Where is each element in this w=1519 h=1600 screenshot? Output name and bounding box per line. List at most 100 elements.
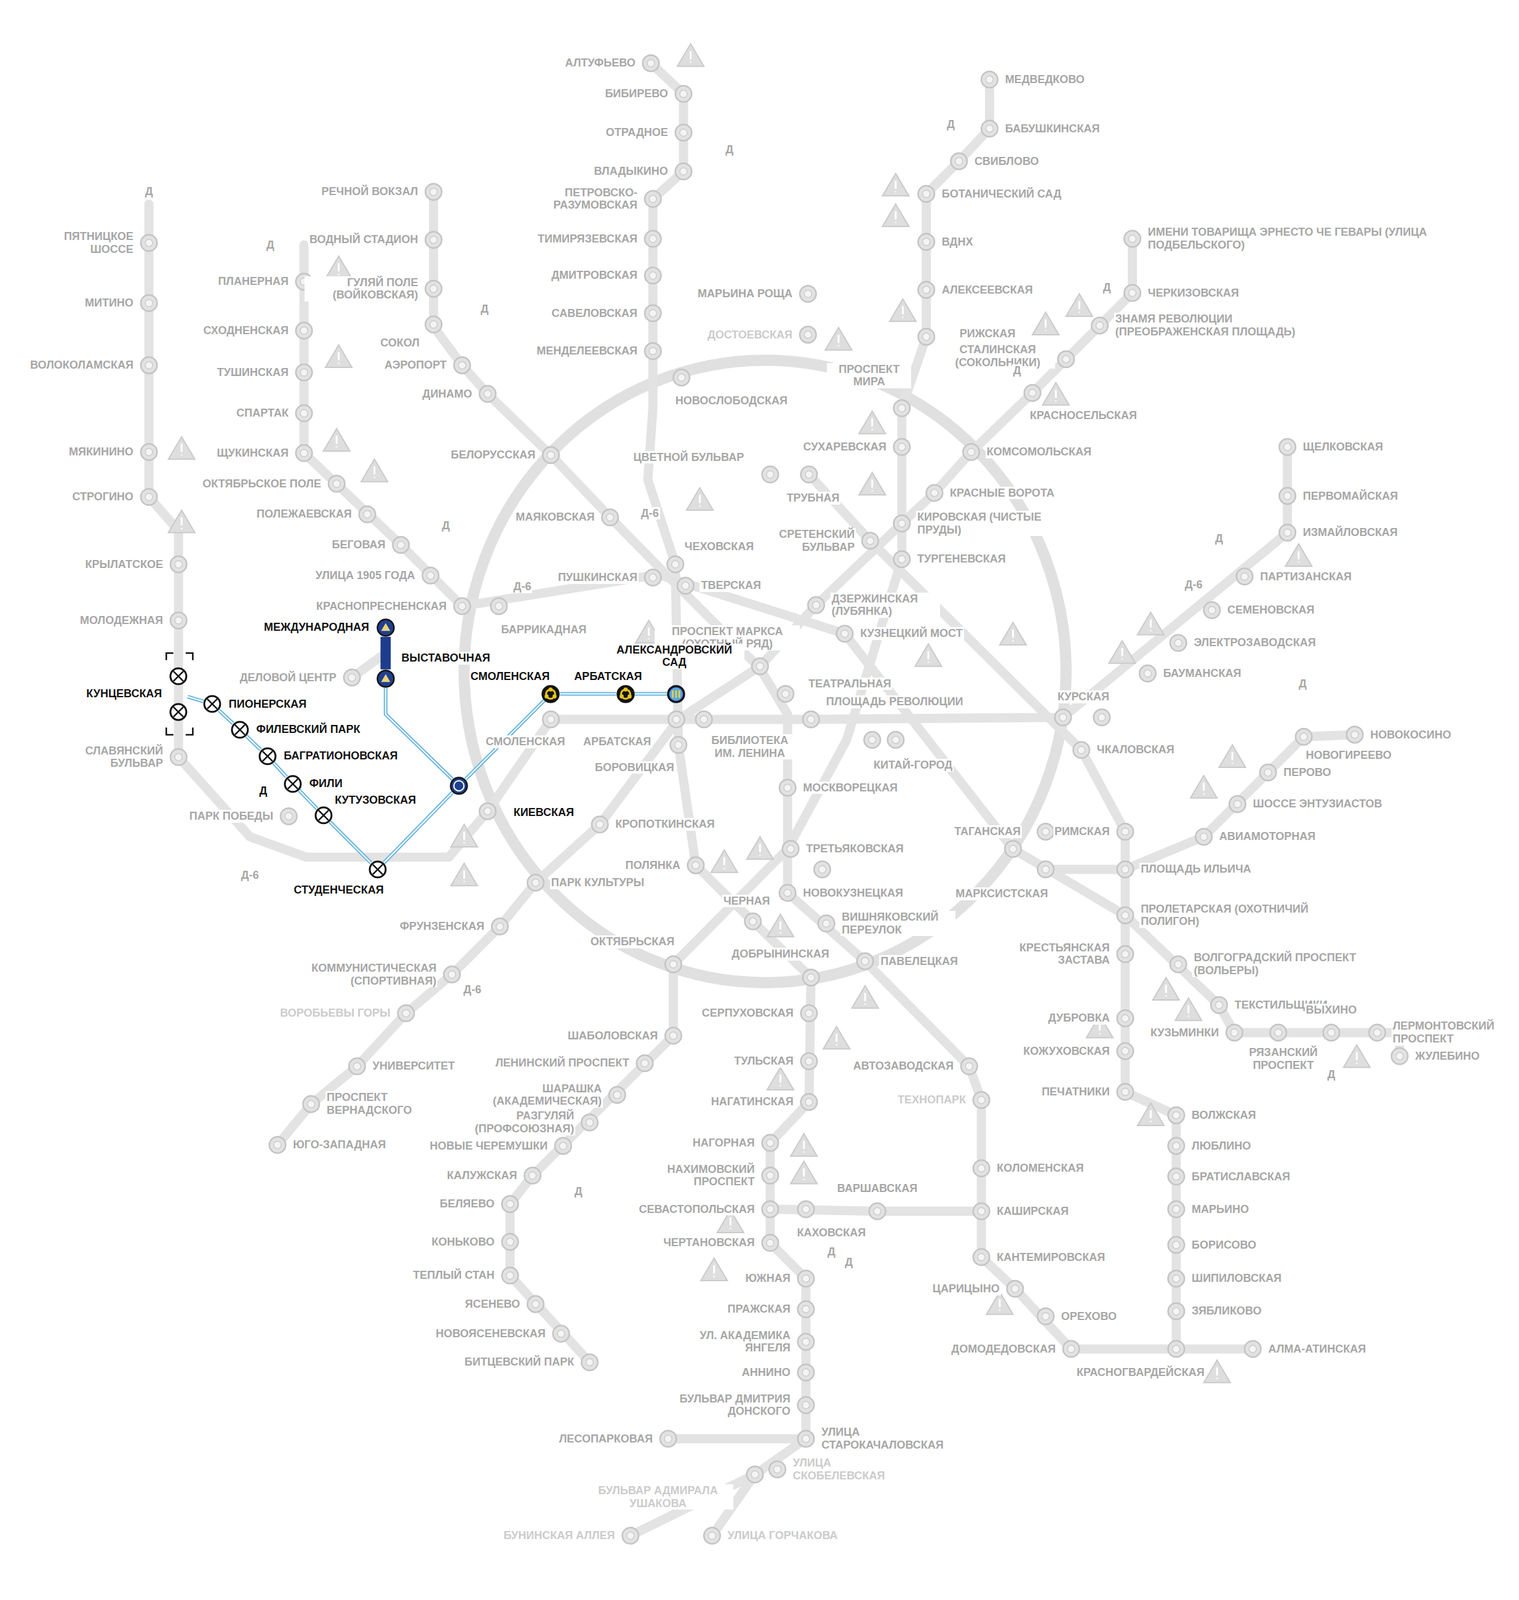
station-circle bbox=[917, 328, 935, 346]
station-symbol bbox=[917, 233, 935, 251]
branch-marker: Д-6 bbox=[462, 983, 483, 997]
station-symbol bbox=[1124, 284, 1141, 302]
station-circle bbox=[140, 294, 158, 312]
rail-gap bbox=[634, 693, 667, 695]
station-circle bbox=[818, 914, 835, 932]
station-core bbox=[1121, 1087, 1129, 1096]
warning-sign bbox=[168, 510, 196, 533]
station-circle bbox=[1210, 996, 1228, 1014]
station-symbol bbox=[950, 153, 968, 170]
warning-triangle bbox=[767, 1066, 794, 1089]
station-label: ВЛАДЫКИНО bbox=[593, 164, 670, 178]
station-bracket bbox=[185, 727, 194, 735]
station-symbol bbox=[527, 874, 544, 891]
station-symbol bbox=[170, 612, 188, 629]
station-core bbox=[802, 1368, 810, 1376]
metro-line bbox=[647, 63, 811, 1536]
station-circle bbox=[1323, 1024, 1340, 1041]
station-symbol bbox=[1058, 350, 1075, 368]
station-symbol bbox=[813, 860, 831, 878]
station-symbol bbox=[1037, 823, 1054, 840]
route-line bbox=[219, 709, 234, 723]
station-core bbox=[977, 1207, 985, 1215]
station-label: ЯСЕНЕВО bbox=[463, 1297, 522, 1311]
station-core bbox=[1174, 639, 1182, 647]
closed-station-cross bbox=[372, 864, 383, 875]
station-label: ЦВЕТНОЙ БУЛЬВАР bbox=[631, 450, 746, 464]
station-circle bbox=[642, 55, 660, 72]
station-circle bbox=[1295, 728, 1313, 746]
station-core bbox=[649, 574, 657, 582]
station-circle bbox=[797, 1396, 815, 1414]
station-circle bbox=[454, 356, 471, 374]
station-symbol bbox=[973, 1159, 990, 1177]
station-circle bbox=[490, 598, 508, 615]
warning-mark bbox=[729, 1216, 732, 1229]
station-circle bbox=[1279, 487, 1296, 505]
station-symbol bbox=[893, 438, 911, 456]
station-circle bbox=[1391, 1047, 1409, 1065]
station-label: БЕЛЯЕВО bbox=[438, 1197, 496, 1211]
route-segment bbox=[329, 821, 371, 863]
warning-mark bbox=[1044, 319, 1047, 331]
warning-triangle bbox=[1219, 744, 1246, 767]
station-label: ЧЕРТАНОВСКАЯ bbox=[661, 1235, 757, 1249]
station-symbol bbox=[751, 658, 769, 675]
station-symbol bbox=[1037, 1307, 1054, 1325]
station-symbol bbox=[917, 281, 935, 299]
warning-mark bbox=[1012, 629, 1014, 642]
station-label: ЛЕНИНСКИЙ ПРОСПЕКТ bbox=[494, 1056, 631, 1070]
warning-triangle bbox=[168, 436, 196, 459]
station-label: АРБАТСКАЯ bbox=[582, 735, 653, 749]
station-core bbox=[1233, 800, 1241, 808]
station-symbol bbox=[581, 1114, 599, 1131]
station-symbol bbox=[1295, 728, 1313, 746]
warning-sign bbox=[1137, 1102, 1165, 1125]
station-circle bbox=[502, 1195, 519, 1213]
route-line bbox=[246, 735, 261, 750]
station-circle bbox=[524, 1167, 541, 1184]
station-core bbox=[802, 1338, 810, 1346]
station-label: ЧЕХОВСКАЯ bbox=[683, 540, 755, 554]
station-core bbox=[700, 715, 708, 723]
station-circle bbox=[973, 1248, 990, 1266]
station-circle bbox=[981, 120, 998, 138]
warning-mark bbox=[713, 1264, 715, 1277]
station-label: МАЯКОВСКАЯ bbox=[514, 510, 596, 524]
warning-sign bbox=[1175, 997, 1202, 1021]
station-core bbox=[955, 157, 963, 165]
station-label: ВОДНЫЙ СТАДИОН bbox=[308, 233, 420, 247]
route-segment bbox=[219, 709, 234, 723]
station-symbol bbox=[1168, 1106, 1185, 1124]
station-label: ПРОЛЕТАРСКАЯ (ОХОТНИЧИЙ ПОЛИГОН) bbox=[1139, 902, 1316, 928]
station-circle bbox=[491, 917, 509, 935]
warning-triangle bbox=[914, 643, 942, 666]
station-core bbox=[679, 129, 688, 137]
station-circle bbox=[960, 1058, 978, 1075]
station-label: АВИАМОТОРНАЯ bbox=[1218, 829, 1317, 843]
station-label: ПАРК ПОБЕДЫ bbox=[188, 809, 275, 823]
warning-mark bbox=[835, 1033, 838, 1046]
station-core bbox=[649, 235, 657, 243]
warning-triangle bbox=[1343, 1044, 1371, 1067]
station-circle bbox=[1037, 823, 1054, 840]
station-symbol bbox=[797, 1333, 815, 1350]
station-core bbox=[145, 448, 153, 456]
warning-mark bbox=[1055, 389, 1057, 402]
warning-triangle bbox=[1190, 775, 1217, 798]
warning-mark bbox=[337, 351, 340, 364]
metro-line bbox=[433, 191, 1254, 1349]
station-symbol bbox=[1124, 230, 1141, 248]
station-circle bbox=[893, 399, 911, 417]
station-label: ПРОСПЕКТ МИРА bbox=[826, 362, 912, 389]
station-core bbox=[626, 1531, 635, 1540]
station-circle bbox=[1024, 384, 1041, 402]
warning-mark bbox=[779, 920, 782, 933]
warning-mark bbox=[1149, 1109, 1152, 1122]
station-circle bbox=[644, 190, 662, 208]
station-label: КОММУНИСТИЧЕСКАЯ (СПОРТИВНАЯ) bbox=[287, 961, 438, 987]
station-core bbox=[300, 449, 308, 457]
station-label: ФРУНЗЕНСКАЯ bbox=[398, 919, 487, 933]
station-circle bbox=[1058, 350, 1075, 368]
